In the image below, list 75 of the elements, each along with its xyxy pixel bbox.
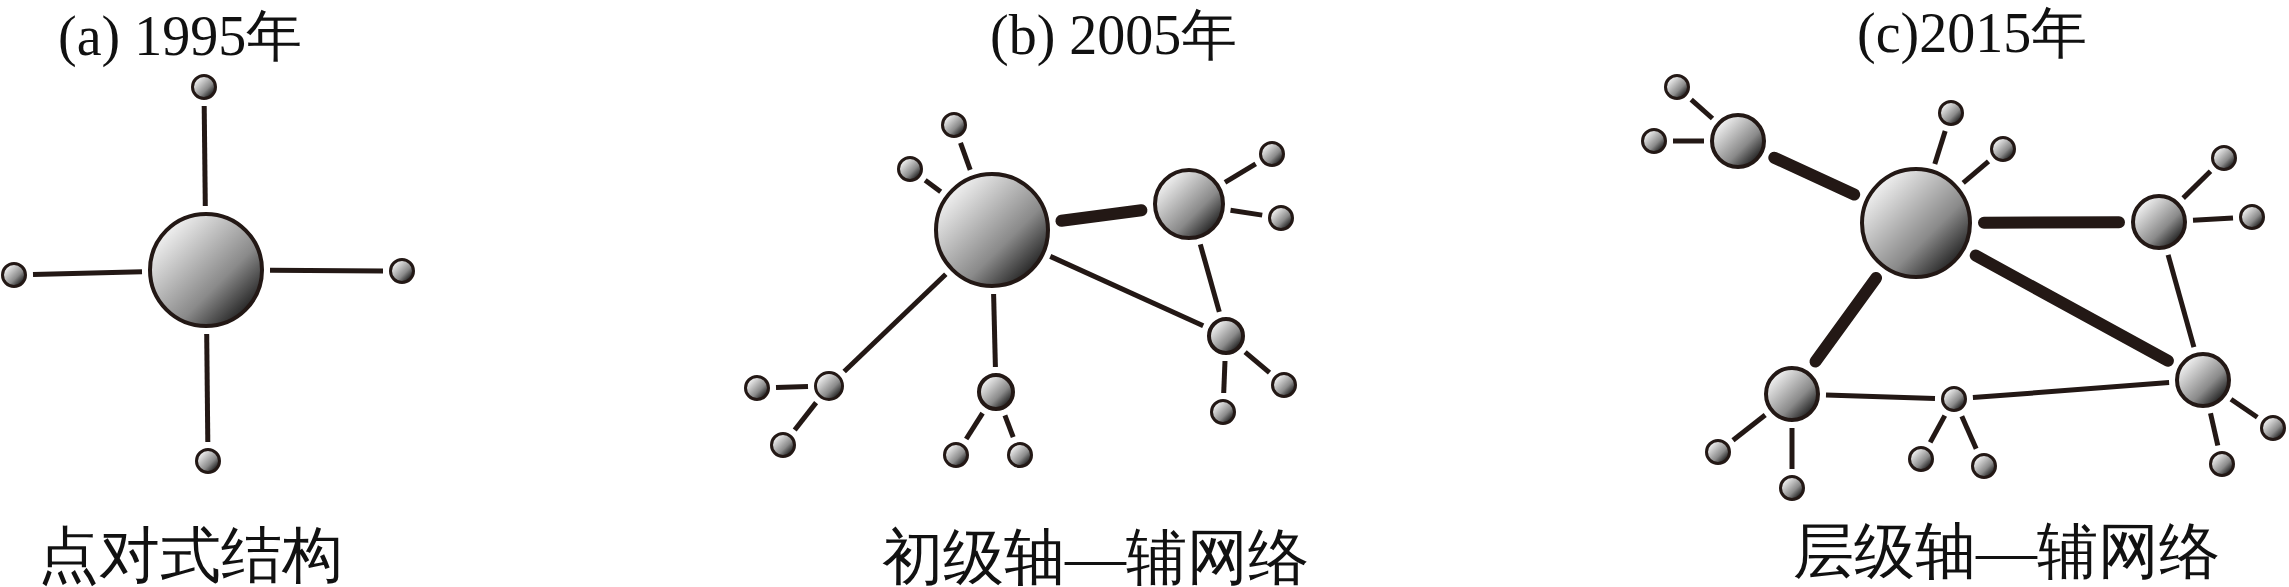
link-line	[1049, 254, 1205, 328]
leaf-node	[1, 262, 27, 288]
secondary-node	[2131, 194, 2187, 250]
leaf-node	[195, 448, 221, 474]
leaf-node	[744, 375, 770, 401]
link-line	[2229, 397, 2259, 420]
link-line	[1972, 380, 2170, 401]
link-line	[1221, 360, 1228, 394]
leaf-node	[2209, 451, 2235, 477]
leaf-node	[941, 112, 967, 138]
link-line	[204, 333, 211, 443]
leaf-node	[191, 74, 217, 100]
link-line	[1789, 428, 1795, 469]
link-line	[1932, 130, 1948, 165]
leaf-node	[1259, 141, 1285, 167]
leaf-node	[2211, 145, 2237, 171]
leaf-node	[1908, 446, 1934, 472]
link-line	[1959, 415, 1979, 450]
thick-link-line	[1969, 249, 2174, 367]
link-line	[1928, 414, 1947, 444]
link-line	[2165, 254, 2197, 348]
secondary-node	[1207, 317, 1245, 355]
link-line	[32, 269, 143, 277]
link-line	[2181, 169, 2213, 200]
leaf-node	[389, 258, 415, 284]
link-line	[792, 401, 819, 432]
link-line	[958, 142, 973, 171]
link-line	[1961, 159, 1991, 185]
link-line	[964, 411, 985, 441]
leaf-node	[897, 156, 923, 182]
secondary-node	[977, 373, 1015, 411]
link-line	[1673, 138, 1704, 144]
link-line	[2208, 412, 2221, 447]
link-line	[201, 105, 208, 207]
leaf-node	[2260, 415, 2286, 441]
link-line	[1197, 243, 1222, 313]
link-line	[1689, 97, 1715, 121]
link-line	[1002, 414, 1016, 439]
thick-link-line	[1809, 272, 1883, 368]
link-line	[1243, 350, 1272, 375]
link-line	[1230, 207, 1263, 218]
leaf-node	[1271, 372, 1297, 398]
leaf-node	[1938, 100, 1964, 126]
leaf-node	[1971, 453, 1997, 479]
leaf-node	[770, 432, 796, 458]
leaf-node	[1007, 442, 1033, 468]
secondary-node	[1710, 113, 1766, 169]
secondary-node	[2175, 352, 2231, 408]
link-line	[1825, 392, 1936, 401]
link-line	[775, 384, 809, 390]
leaf-node	[1941, 386, 1967, 412]
link-line	[2192, 215, 2234, 223]
leaf-node	[1664, 74, 1690, 100]
link-line	[270, 267, 383, 274]
panel-caption: 点对式结构	[38, 525, 343, 586]
link-line	[923, 178, 943, 194]
leaf-node	[1705, 439, 1731, 465]
link-line	[842, 272, 948, 374]
link-line	[1731, 413, 1767, 443]
thick-link-line	[1768, 151, 1861, 201]
leaf-node	[943, 442, 969, 468]
link-line	[991, 293, 998, 368]
leaf-node	[2239, 204, 2265, 230]
thick-link-line	[1055, 204, 1148, 227]
panel-caption: 层级轴—辅网络	[1793, 521, 2220, 582]
panel-caption: 初级轴—辅网络	[882, 527, 1309, 587]
link-line	[1223, 161, 1257, 185]
thick-link-line	[1978, 216, 2125, 229]
secondary-node	[1764, 366, 1820, 422]
leaf-node	[814, 371, 844, 401]
leaf-node	[1268, 205, 1294, 231]
leaf-node	[1210, 399, 1236, 425]
leaf-node	[1990, 136, 2016, 162]
leaf-node	[1779, 475, 1805, 501]
leaf-node	[1641, 128, 1667, 154]
